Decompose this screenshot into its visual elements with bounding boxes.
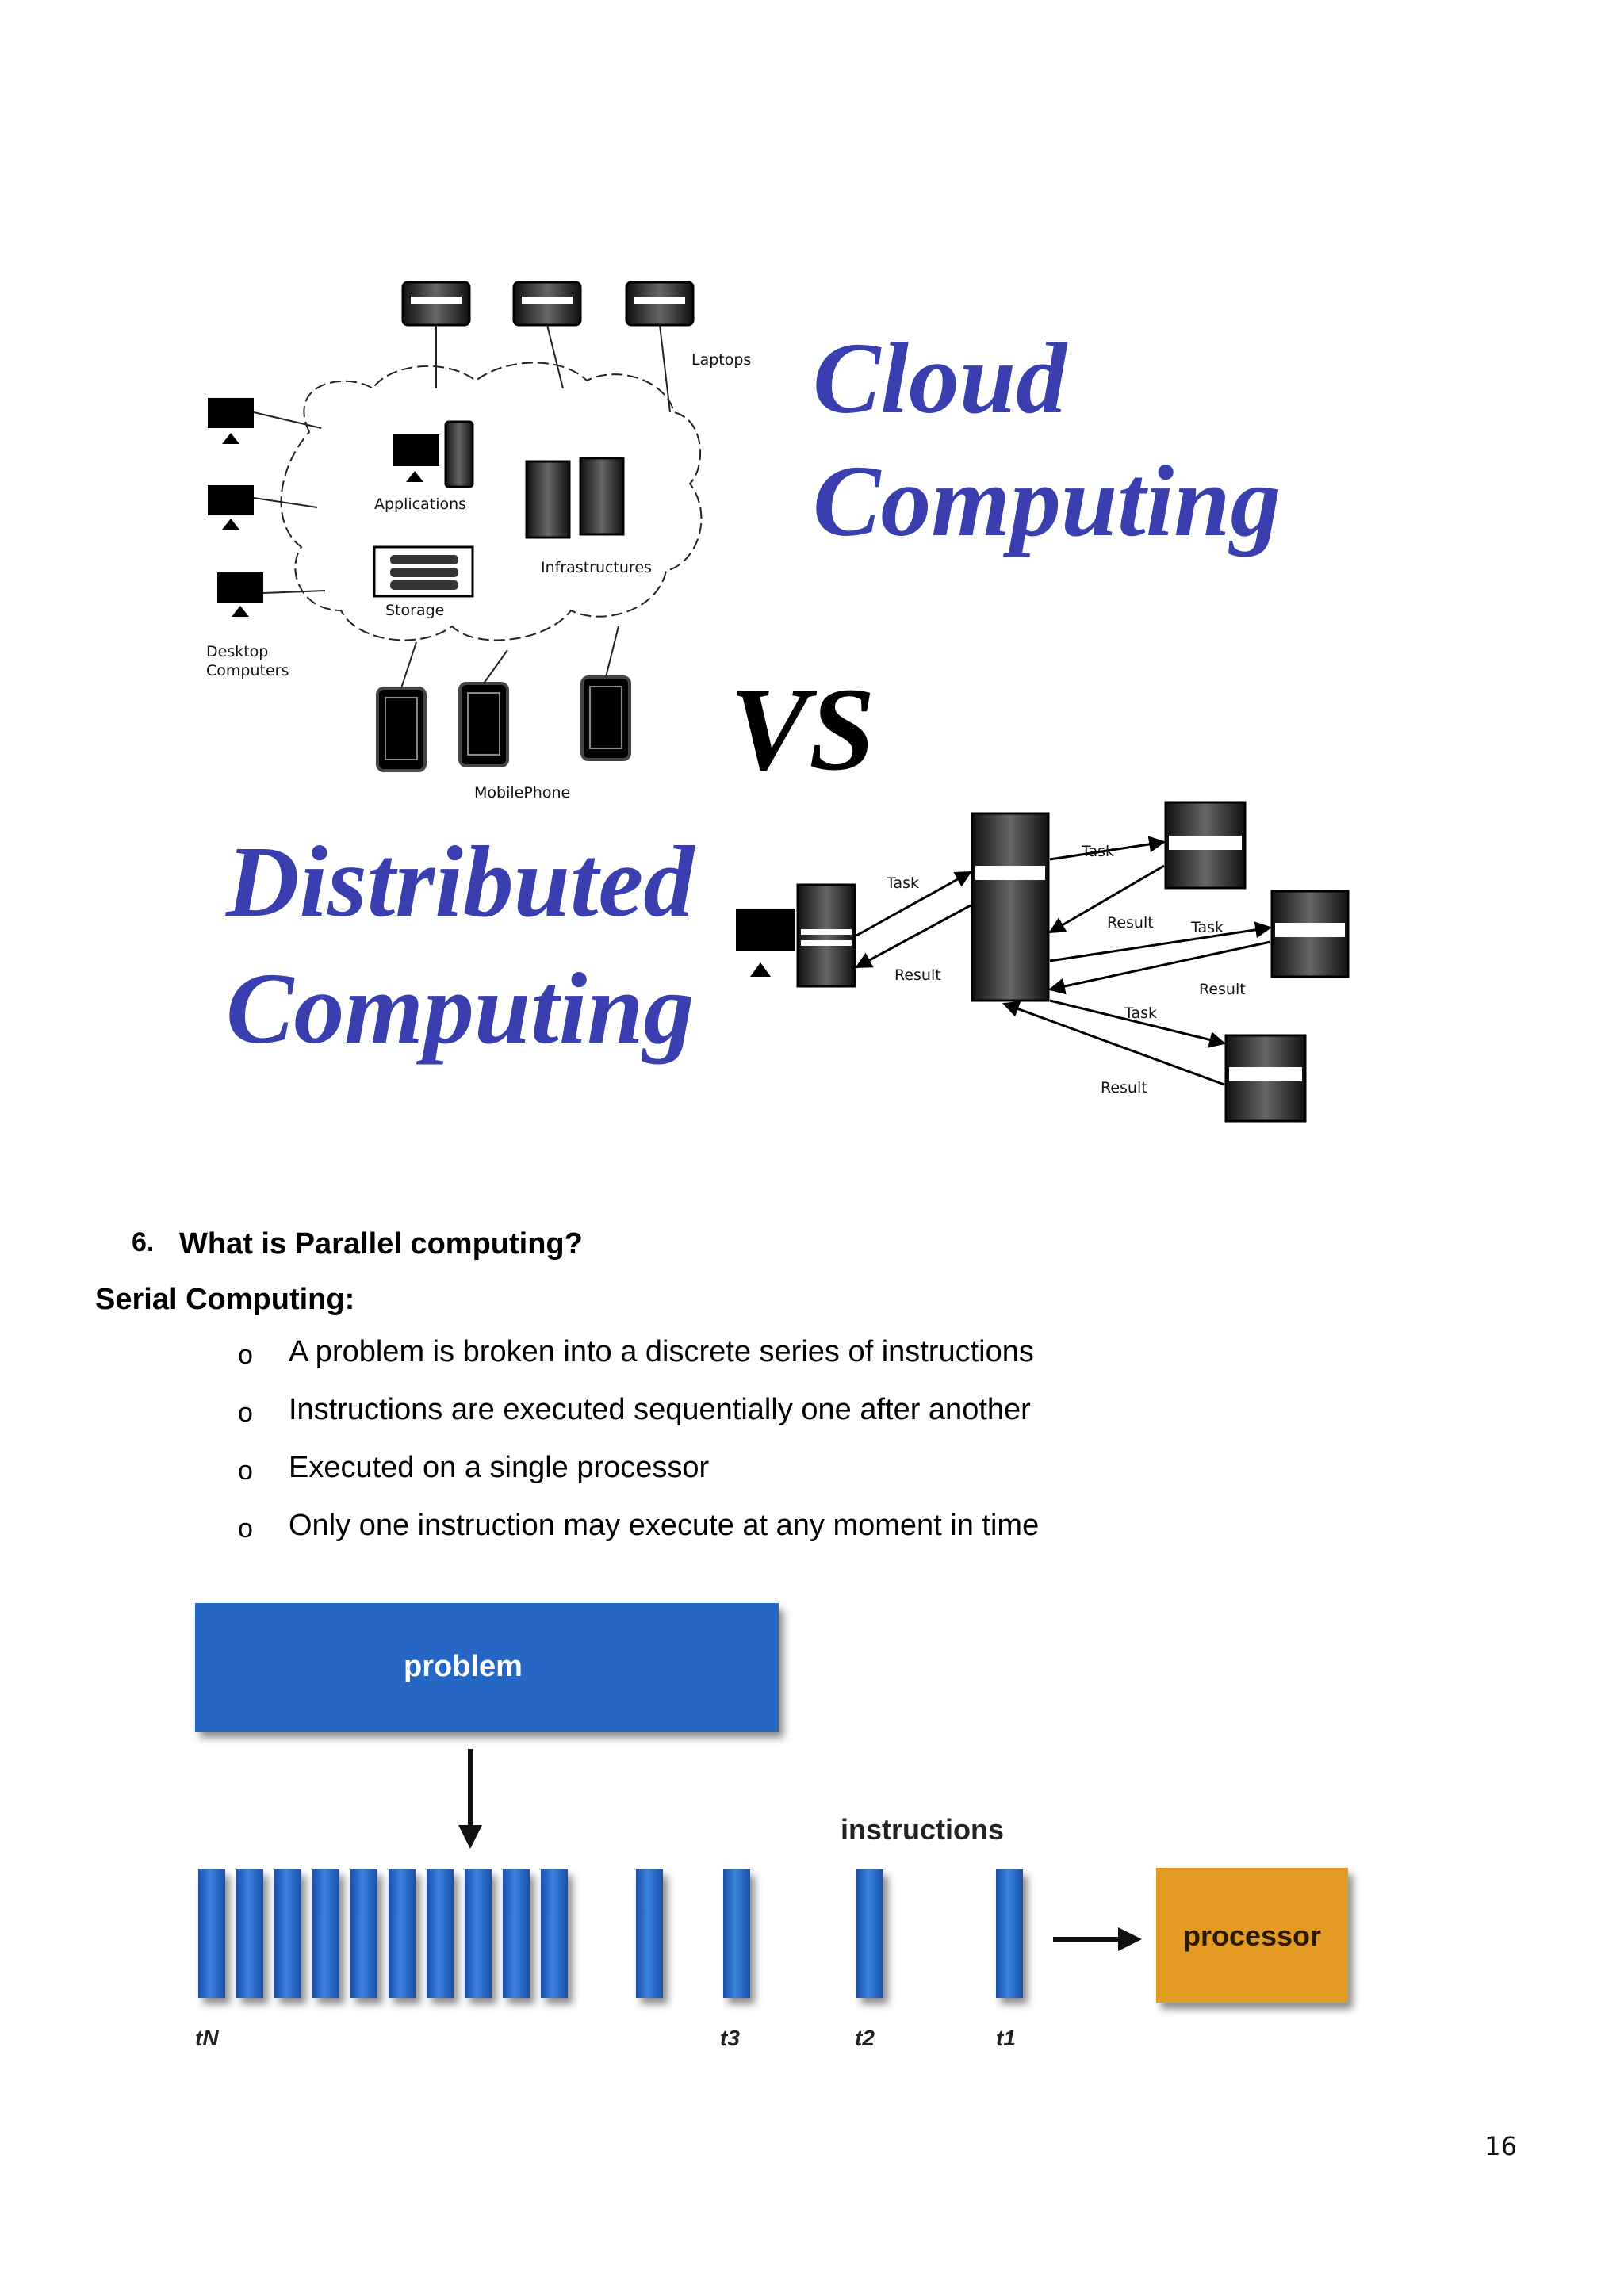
t-label-t3: t3 bbox=[720, 2026, 740, 2050]
cloud-title-line1: Cloud bbox=[813, 322, 1068, 434]
page-number: 16 bbox=[1484, 2131, 1517, 2161]
mobile-phone-icons bbox=[376, 626, 631, 772]
distributed-title-line2: Computing bbox=[226, 952, 694, 1065]
processor-label: processor bbox=[1183, 1919, 1321, 1952]
infrastructures-label: Infrastructures bbox=[541, 559, 652, 576]
question-number: 6. bbox=[132, 1227, 155, 1257]
task-label-4: Task bbox=[1124, 1004, 1157, 1022]
mobile-label: MobilePhone bbox=[474, 784, 570, 802]
problem-box bbox=[195, 1603, 779, 1732]
result-label-2: Result bbox=[1107, 914, 1154, 932]
task-label-1: Task bbox=[886, 874, 919, 892]
problem-label: problem bbox=[404, 1650, 523, 1683]
applications-label: Applications bbox=[374, 496, 466, 513]
desktop-label-line1: Desktop bbox=[206, 643, 268, 660]
processor-box bbox=[1156, 1868, 1348, 2003]
serial-computing-figure: problem instructions processor tN t3 t2 … bbox=[195, 1603, 1348, 2050]
question-heading: 6. What is Parallel computing? bbox=[132, 1227, 583, 1261]
t-label-t2: t2 bbox=[855, 2026, 875, 2050]
result-label-3: Result bbox=[1199, 981, 1246, 998]
cloud-outline bbox=[280, 362, 703, 641]
t-label-t1: t1 bbox=[996, 2026, 1016, 2050]
storage-icon bbox=[373, 545, 474, 598]
vs-label: VS bbox=[730, 664, 875, 795]
distributed-title-line1: Distributed bbox=[225, 825, 695, 938]
cloud-title-line2: Computing bbox=[813, 445, 1281, 557]
cloud-vs-distributed-figure: Laptops Desktop Computers Applications I… bbox=[206, 281, 1350, 1123]
desktop-label-line2: Computers bbox=[206, 662, 289, 679]
question-text: What is Parallel computing? bbox=[179, 1227, 583, 1261]
distributed-diagram bbox=[736, 801, 1350, 1123]
task-label-3: Task bbox=[1190, 919, 1224, 936]
instructions-label: instructions bbox=[841, 1813, 1004, 1846]
result-label-1: Result bbox=[894, 966, 941, 984]
laptops-label: Laptops bbox=[691, 351, 751, 369]
desktop-computer-icons bbox=[208, 398, 326, 617]
storage-label: Storage bbox=[385, 602, 444, 619]
instruction-bars bbox=[198, 1869, 1023, 1998]
infrastructure-icon bbox=[525, 457, 625, 539]
task-label-2: Task bbox=[1081, 843, 1114, 860]
serial-computing-title: Serial Computing: bbox=[95, 1283, 355, 1316]
result-label-4: Result bbox=[1101, 1079, 1147, 1096]
applications-icon bbox=[393, 420, 474, 488]
t-label-tN: tN bbox=[195, 2026, 219, 2050]
laptop-icons bbox=[401, 281, 695, 413]
